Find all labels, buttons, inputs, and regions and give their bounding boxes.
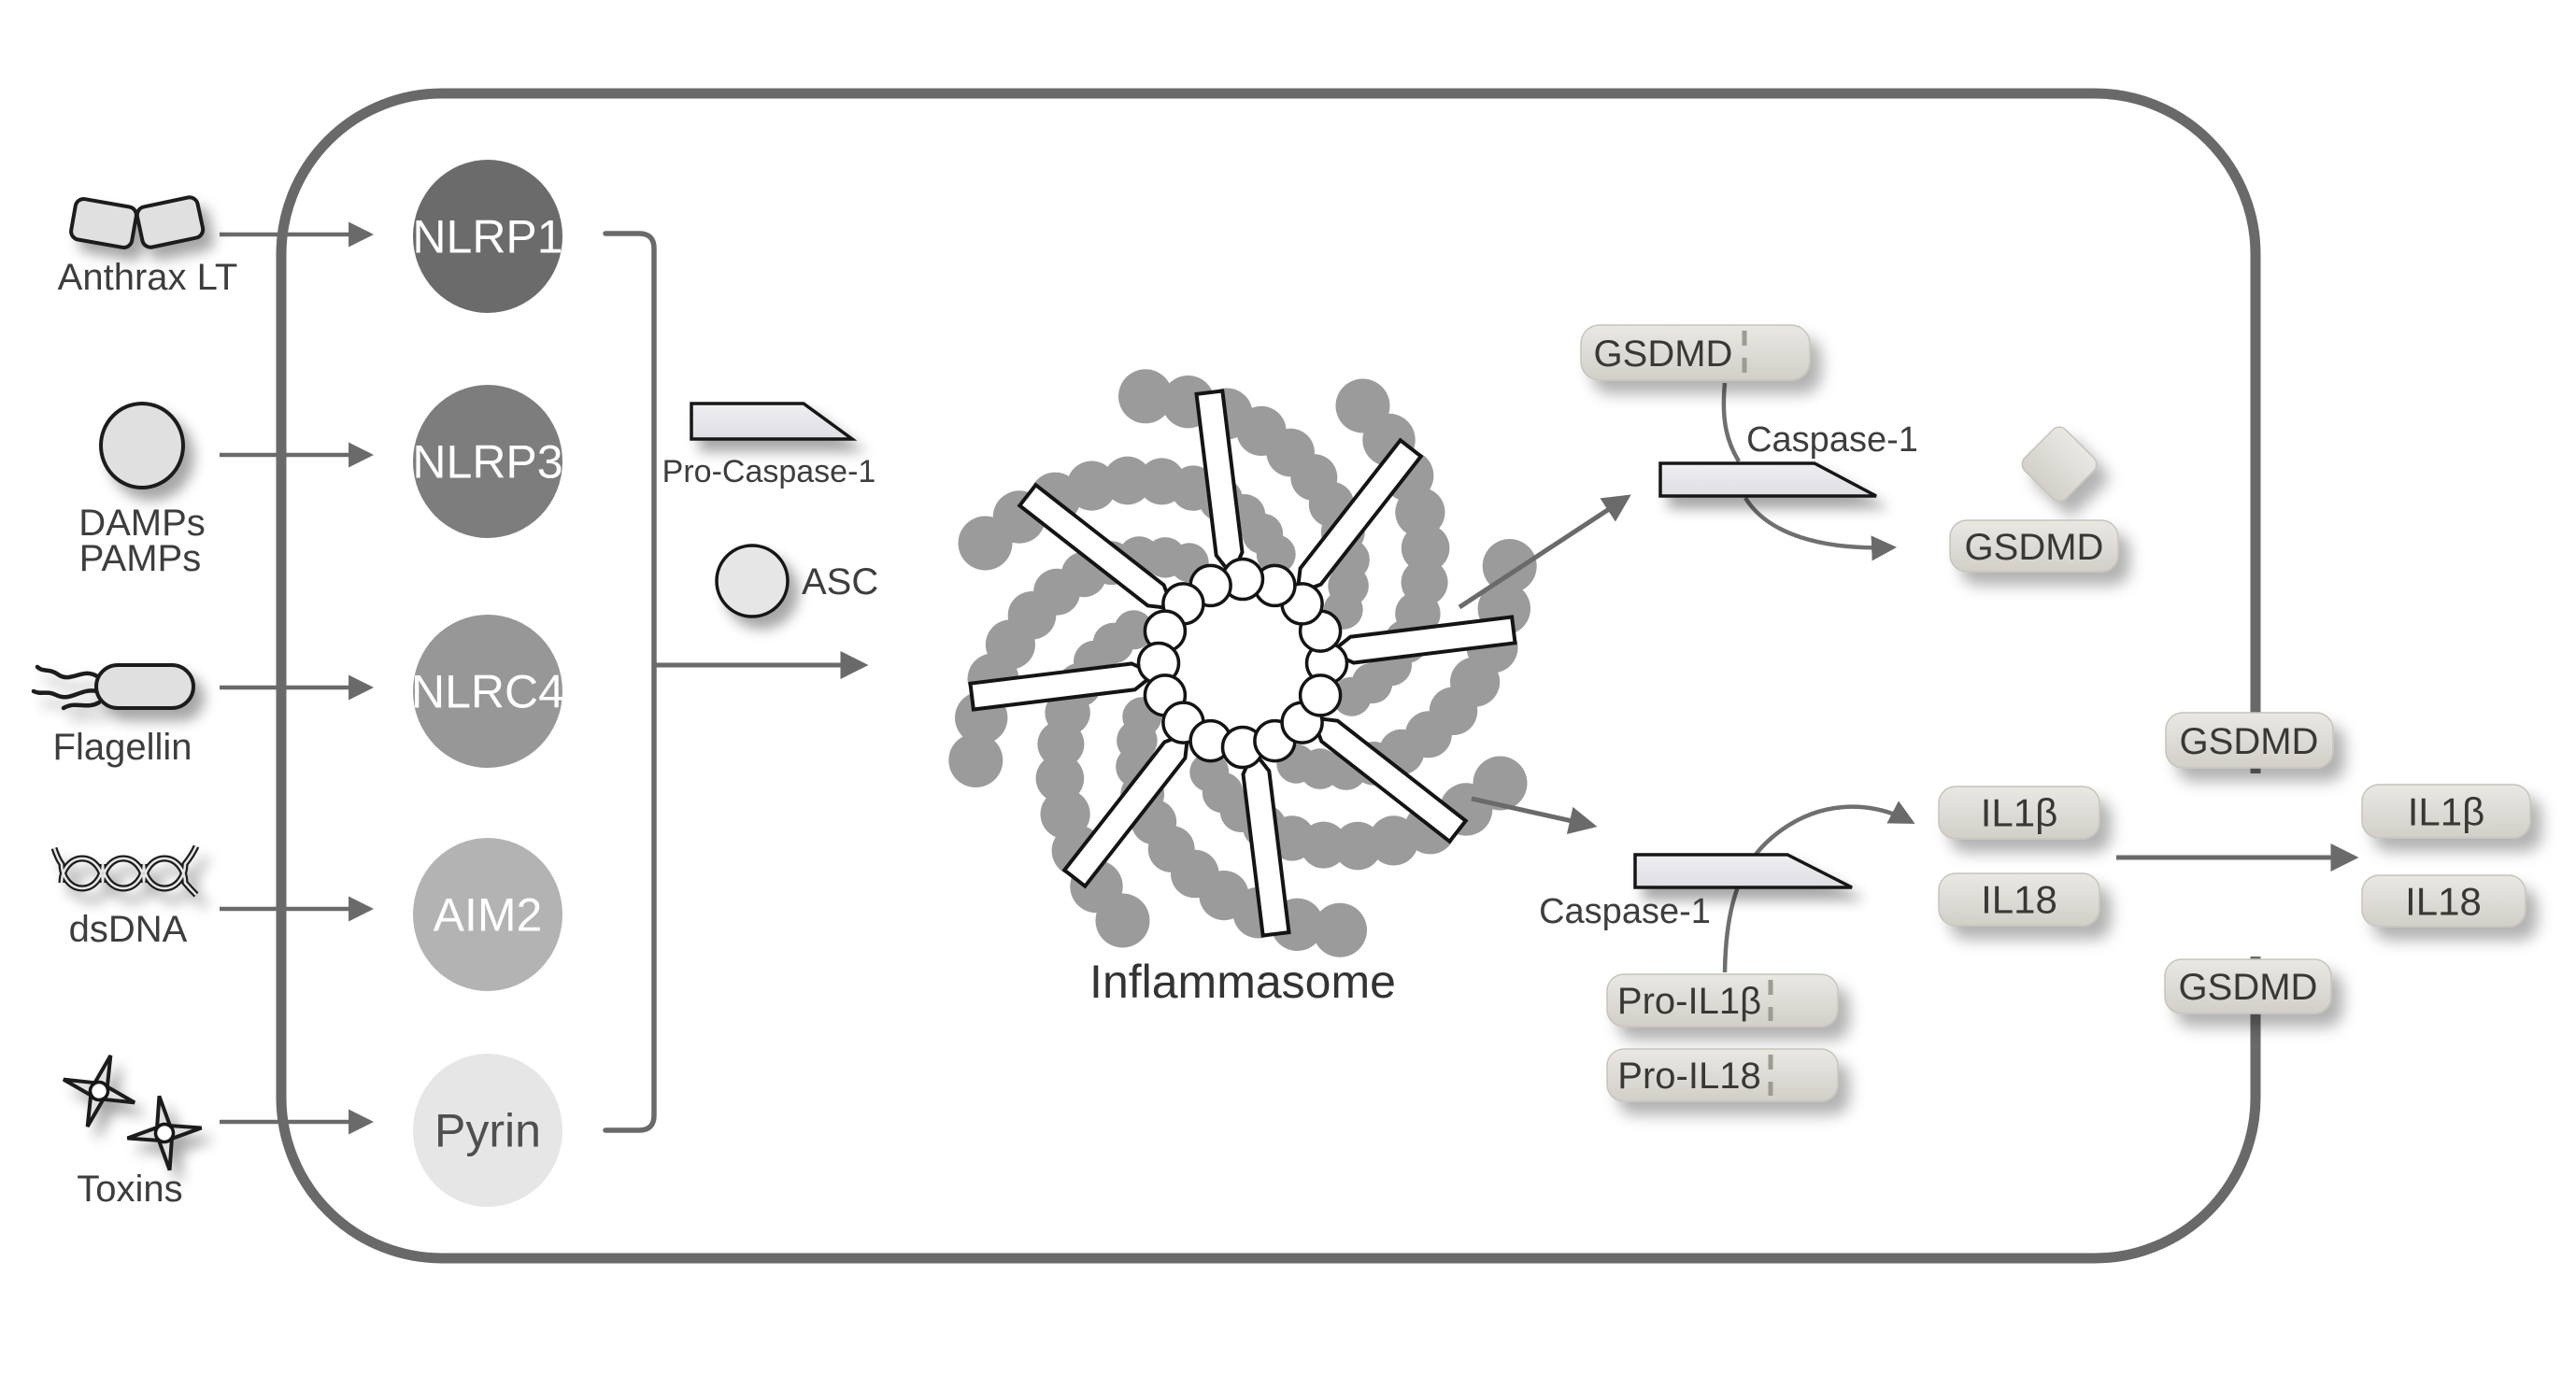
asc-label: ASC — [802, 561, 878, 602]
anthrax-lethal-toxin-icon — [69, 195, 206, 249]
nlrc4-circle — [413, 615, 562, 768]
pyrin-label: Pyrin — [434, 1105, 541, 1157]
anthrax-lt-label: Anthrax LT — [58, 257, 238, 298]
inflammasome-wheel — [948, 369, 1537, 957]
gsdmd-cleaved-pill — [1949, 519, 2119, 573]
sensor-bracket — [603, 231, 657, 1133]
arrow-to-cytokine-branch — [1471, 796, 1598, 835]
nlrp1-circle — [413, 160, 562, 313]
nlrp3-circle — [413, 385, 562, 538]
sensor-nlrp1: NLRP1 — [412, 160, 563, 313]
flagellin-label: Flagellin — [53, 727, 192, 768]
toxins-label: Toxins — [77, 1169, 182, 1210]
gsdmd-pore-top-label: GSDMD — [2180, 721, 2319, 762]
sensor-nlrc4: NLRC4 — [411, 615, 564, 768]
pro-caspase1-shape — [690, 402, 858, 441]
secreted-il18-pill — [2361, 874, 2526, 928]
gsdmd-nterm-fragment — [2021, 426, 2098, 503]
gsdmd-pore-bottom-pill — [2164, 958, 2332, 1014]
caspase1-top-label: Caspase-1 — [1746, 420, 1918, 460]
sensor-pyrin: Pyrin — [413, 1054, 562, 1207]
il18-label: IL18 — [1981, 878, 2057, 922]
dna-double-helix-icon — [50, 844, 200, 898]
secreted-il1b-pill — [2361, 784, 2531, 839]
gsdmd-cleaved-label: GSDMD — [1965, 527, 2104, 568]
pro-caspase1-label: Pro-Caspase-1 — [662, 454, 876, 489]
pyrin-circle — [413, 1054, 562, 1207]
gsdmd-pore-bottom-label: GSDMD — [2179, 967, 2318, 1008]
nlrc4-label: NLRC4 — [411, 666, 564, 718]
il18-pill — [1938, 872, 2100, 927]
pro-il18-label: Pro-IL18 — [1617, 1056, 1760, 1097]
dsdna-label: dsDNA — [69, 909, 188, 950]
sensor-nlrp3: NLRP3 — [412, 385, 563, 538]
inflammasome-label: Inflammasome — [1089, 956, 1396, 1008]
aim2-circle — [413, 838, 562, 991]
sensor-aim2: AIM2 — [413, 838, 562, 991]
pro-il1b-label: Pro-IL1β — [1617, 981, 1761, 1022]
caspase1-top-shape — [1658, 461, 1877, 498]
il1b-pill — [1938, 786, 2100, 840]
damps-label: DAMPs — [78, 503, 206, 544]
pro-il18-pill — [1606, 1048, 1839, 1102]
proil1b-to-il1b-arrow — [1722, 801, 1915, 973]
pamps-label: PAMPs — [79, 538, 201, 579]
aim2-label: AIM2 — [434, 889, 543, 942]
gsdmd-full-label: GSDMD — [1594, 333, 1733, 375]
membrane-pore-gap — [2237, 773, 2274, 957]
pro-il1b-pill — [1606, 973, 1839, 1028]
gsdmd-pore-top-pill — [2165, 712, 2334, 769]
asc-shape — [715, 544, 790, 618]
toxin-shuriken-icon — [62, 1054, 203, 1171]
caspase1-bottom-label: Caspase-1 — [1539, 892, 1711, 931]
secreted-il1b-label: IL1β — [2408, 790, 2485, 834]
gsdmd-to-caspase-curve — [1721, 382, 1741, 463]
cell-membrane — [276, 88, 2261, 1264]
caspase1-bottom-shape — [1633, 853, 1853, 889]
caspase-to-cleaved-gsdmd-arrow — [1743, 496, 1898, 561]
flagellated-bacterium-icon — [31, 663, 195, 711]
il1b-label: IL1β — [1981, 791, 2058, 835]
arrow-to-pyroptosis-branch — [1458, 494, 1631, 610]
damp-pamp-particle-icon — [99, 402, 185, 489]
gsdmd-full-pill — [1580, 324, 1811, 381]
nlrp3-label: NLRP3 — [412, 436, 562, 489]
secreted-il18-label: IL18 — [2405, 880, 2482, 924]
nlrp1-label: NLRP1 — [412, 211, 562, 263]
